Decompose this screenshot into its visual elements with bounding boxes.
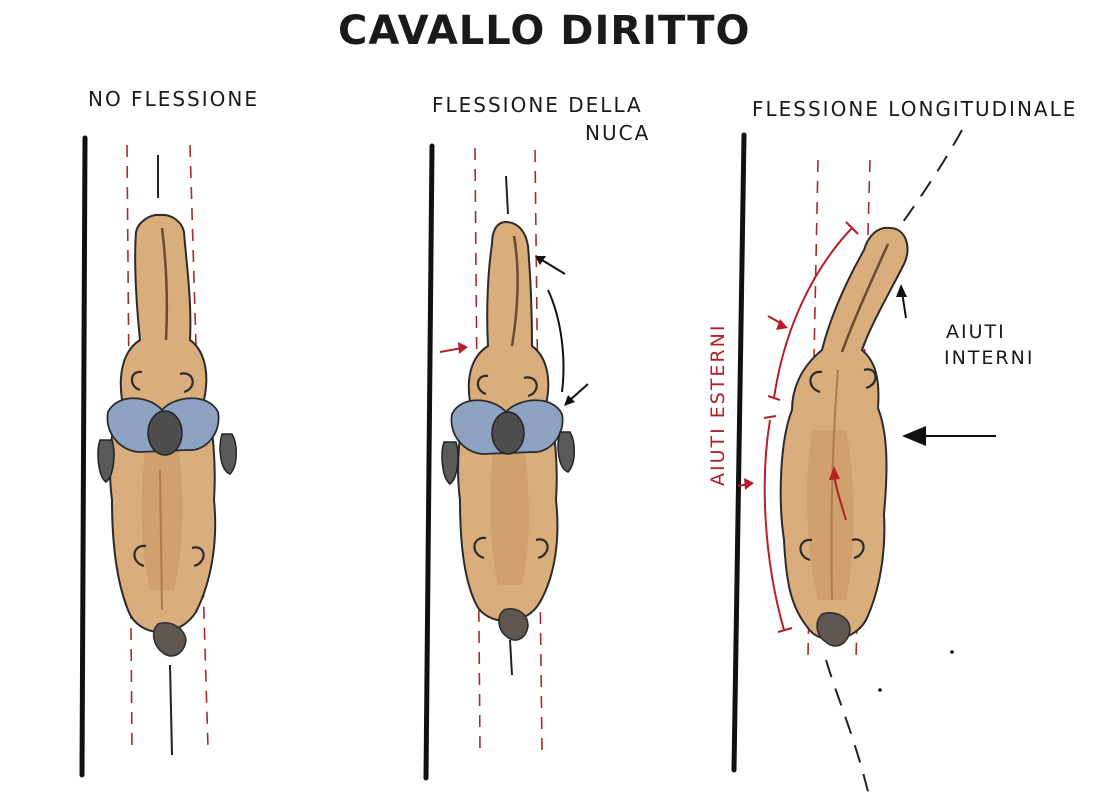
inner-leg-aid-arrow [569,383,589,401]
rider-helmet [147,410,183,456]
outer-leg-aid-arrowhead [744,478,754,490]
front-left-hoof [809,370,823,394]
front-left-hoof [476,374,489,396]
front-right-hoof [863,368,877,390]
horse-back-shading [807,430,854,600]
arena-wall [731,132,747,773]
hind-right-hoof [851,538,865,560]
hind-right-hoof [191,546,205,568]
bend-axis-dot [878,688,882,692]
horse-tail [498,608,529,641]
rider-left-boot [441,441,459,485]
panel-1-label: NO FLESSIONE [88,87,259,111]
rider-right-boot [557,431,575,473]
outer-rein-aid-arrowhead [776,319,788,330]
arena-wall [423,143,435,781]
hind-left-hoof [133,544,147,568]
rider-helmet [491,411,525,455]
outer-aid-tick [763,415,777,419]
horse-mane [840,243,890,353]
panel-longitudinal-flexion: AIUTI ESTERNI AIUTI INTERNI [707,129,1034,801]
outer-aids-label: AIUTI ESTERNI [707,324,729,486]
inner-rein-aid-arrowhead [896,284,907,297]
front-left-hoof [130,370,143,392]
outer-aid-tick [845,221,859,235]
inner-aids-label-line-1: AIUTI [946,321,1006,343]
horse-tail [816,612,851,647]
horse-bent [779,226,909,647]
inner-rein-aid-arrowhead [535,256,546,265]
outer-aid-arc-rear [763,419,785,631]
arena-wall [79,135,88,778]
inner-leg-aid-arrowhead [564,395,575,406]
diagram-title: CAVALLO DIRITTO [338,8,751,54]
poll-aids [439,256,589,406]
front-right-hoof [523,376,538,398]
inner-aids-label-line-2: INTERNI [944,347,1034,369]
bend-axis-front [895,129,963,233]
hind-right-hoof [535,538,549,560]
rider-left-boot [97,439,115,483]
outer-aid-tick [767,395,781,401]
outer-aid-arc-front [773,227,853,399]
front-right-hoof [179,372,194,394]
horse-tail [152,622,187,657]
axis-line-front [505,175,509,215]
outer-leg-aid-arrowhead [458,342,468,354]
horse-spine [159,469,163,611]
axis-line-rear [509,639,513,676]
horse-back-shading [490,430,529,585]
panel-2-label-line-1: FLESSIONE DELLA [432,93,643,117]
hind-left-hoof [799,538,813,562]
horse-back-shading [141,420,183,590]
horse-straight [97,213,237,657]
panel-no-flexion [79,135,237,778]
outer-aids: AIUTI ESTERNI [707,221,859,633]
inner-leg-aid-arrowhead [902,426,926,446]
horse-spine [830,369,839,601]
bend-arc [547,289,565,393]
horse-mane [510,235,519,347]
bend-axis-rear [825,659,871,801]
horse-mane [160,227,169,341]
outer-leg-aid-arrow [439,347,463,353]
inner-aids: AIUTI INTERNI [896,284,1034,446]
axis-line-rear [169,664,173,756]
horse-poll-flexed [441,220,575,641]
panel-3-label: FLESSIONE LONGITUDINALE [752,97,1077,121]
hind-left-hoof [473,536,487,560]
panel-2-label-line-2: NUCA [585,121,650,145]
panel-poll-flexion [423,143,589,781]
hind-engagement-arrowhead [829,466,840,480]
outer-aid-tick [777,627,793,633]
bend-axis-dot [950,650,954,654]
inner-rein-aid-arrow [541,259,566,275]
rider-right-boot [219,433,237,475]
